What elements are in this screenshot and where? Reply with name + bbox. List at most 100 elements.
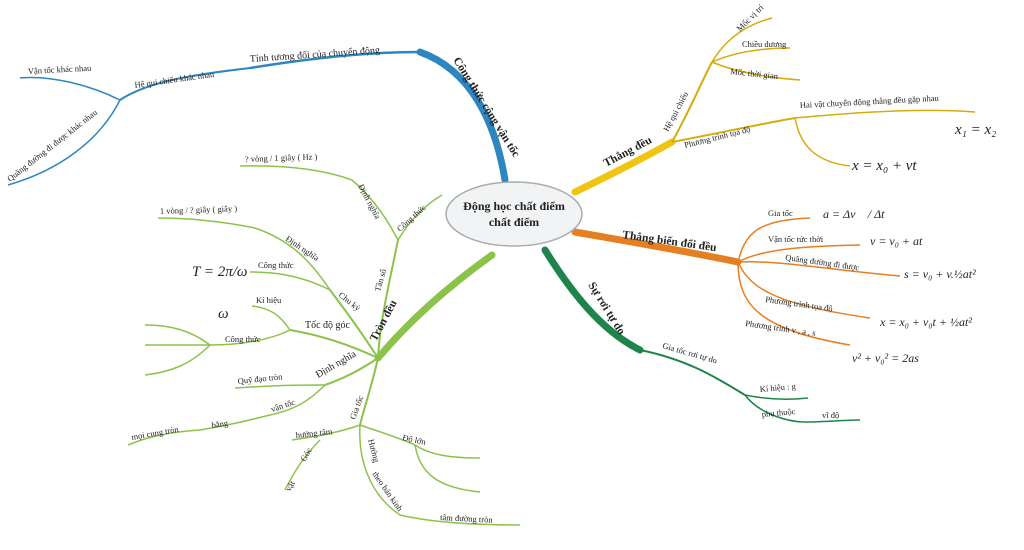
lgreen-ts-line — [377, 239, 399, 359]
orange-vt-formula: v = v₀ + at — [870, 234, 923, 248]
yellow-f1-formula: x₁ = x₂ — [954, 122, 996, 138]
yellow-cd-line — [711, 47, 791, 63]
lgreen-vat-label: vật — [283, 478, 297, 493]
lgreen-tsval-label: ? vòng / 1 giây ( Hz ) — [245, 151, 318, 164]
lgreen-tdgct-label: Công thức — [225, 334, 261, 344]
orange-qd-label: Quãng đường đi được — [785, 252, 861, 272]
yellow-cd-label: Chiều dương — [742, 39, 787, 49]
lgreen-dn2-label: Định nghĩa — [314, 348, 359, 380]
lgreen-bang-label: bằng — [211, 418, 229, 430]
blue-v-line — [19, 76, 121, 101]
lgreen-ct-label: Công thức — [395, 202, 428, 233]
lgreen-fork2-b — [414, 444, 481, 493]
lgreen-ht-label: hướng tâm — [295, 426, 333, 440]
lgreen-ht-line — [291, 424, 361, 441]
branch-thang-bien-doi-deu: Thẳng biến đổi đều Gia tốc a = Δv⃗ / Δt … — [571, 207, 976, 365]
orange-vt-label: Vận tốc tức thời — [768, 234, 824, 244]
yellow-hqc-label: Hệ qui chiếu — [661, 89, 691, 133]
dgreen-pt-line — [744, 394, 806, 423]
orange-main-stroke — [571, 228, 742, 266]
lgreen-cung-label: mọi cung tròn — [131, 424, 180, 442]
lgreen-ckdn-line — [254, 227, 331, 291]
lgreen-main-stroke — [374, 251, 496, 362]
yellow-pt-label: Phương trình tọa độ — [683, 124, 751, 150]
dgreen-pt-label: phụ thuộc — [761, 406, 796, 419]
branch-cong-thuc-cong-van-toc: Công thức cộng vận tốc Tính tương đối củ… — [5, 45, 523, 186]
orange-qd-line — [737, 260, 901, 277]
lgreen-fork2-a — [414, 444, 481, 459]
lgreen-huong-line — [359, 424, 401, 516]
lgreen-qdt-line — [234, 384, 326, 389]
lgreen-ck-line — [329, 289, 379, 359]
lgreen-dl-label: Độ lớn — [402, 432, 428, 447]
yellow-meet-label: Hai vật chuyển động thẳng đều gặp nhau — [800, 93, 940, 110]
orange-pt-line — [737, 261, 871, 319]
yellow-main-stroke — [571, 138, 676, 196]
lgreen-vt-line — [269, 384, 326, 416]
blue-ref-label: Hệ qui chiếu khác nhau — [134, 69, 216, 90]
center-title-line1: Động học chất điểm — [463, 199, 565, 213]
orange-pt2-line — [737, 261, 851, 346]
blue-sub-label: Tính tương đối của chuyển động — [249, 45, 380, 65]
lgreen-dl-line — [359, 424, 416, 446]
blue-main-stroke — [416, 48, 509, 184]
blue-v-label: Vận tốc khác nhau — [28, 63, 93, 76]
orange-pt-label: Phương trình tọa độ — [765, 294, 834, 313]
yellow-f2-formula: x = x₀ + vt — [851, 158, 917, 174]
lgreen-ckdn-label: Định nghĩa — [284, 233, 321, 263]
center-node: Động học chất điểm chất điểm — [445, 181, 583, 247]
yellow-mtg-label: Mốc thời gian — [730, 66, 779, 81]
lgreen-dn2-line — [324, 357, 379, 386]
yellow-mtg-line — [711, 61, 801, 81]
lgreen-tdg-line — [289, 329, 379, 359]
blue-main-label: Công thức cộng vận tốc — [450, 55, 522, 160]
dgreen-main-stroke — [541, 246, 644, 354]
branch-thang-deu: Thẳng đều Hệ qui chiếu Mốc vị trí Chiều … — [571, 2, 996, 196]
dgreen-vd-label: vĩ độ — [822, 410, 839, 420]
lgreen-tdgct-line — [209, 329, 291, 346]
orange-gt-formula: a = Δv⃗ / Δt — [823, 207, 885, 221]
lgreen-tdt-label: tâm đường tròn — [440, 512, 494, 525]
lgreen-kh-label: Kí hiệu — [256, 295, 282, 305]
lgreen-tdg-label: Tốc độ góc — [305, 320, 351, 331]
center-title-line2: chất điểm — [489, 215, 539, 229]
lgreen-qdt-label: Quỹ đạo tròn — [237, 371, 283, 386]
lgreen-goc-line — [284, 439, 321, 491]
orange-gt-label: Gia tốc — [768, 208, 793, 218]
dgreen-gt-line — [639, 349, 746, 396]
lgreen-gia-line — [359, 357, 379, 426]
orange-gt-line — [737, 217, 811, 263]
orange-vt-line — [737, 244, 861, 263]
lgreen-ts-label: Tần số — [372, 267, 388, 292]
lgreen-ckct-label: Công thức — [258, 260, 294, 270]
orange-qd-formula: s = v₀ + v.½at² — [904, 267, 976, 281]
yellow-meet-line — [794, 109, 976, 119]
lgreen-ck-label: Chu kỳ — [337, 290, 363, 314]
yellow-hqc-line — [671, 61, 713, 143]
blue-s-line — [7, 99, 121, 186]
lgreen-fork1-c — [144, 344, 211, 376]
blue-ref-line — [119, 67, 251, 101]
orange-pt2-formula: v² + v₀² = 2as — [852, 351, 919, 365]
lgreen-dn-label: Định nghĩa — [356, 182, 383, 220]
lgreen-dn-line — [351, 179, 399, 241]
center-ellipse — [445, 181, 583, 247]
orange-pt-formula: x = x₀ + v₀t + ½at² — [879, 315, 972, 329]
dgreen-vd-line — [804, 419, 861, 423]
lgreen-tsval-line — [239, 165, 353, 181]
lgreen-tdt-line — [399, 514, 521, 526]
lgreen-ckct-line — [249, 271, 331, 291]
yellow-f2-line — [794, 117, 851, 167]
dgreen-kh-line — [744, 394, 809, 400]
lgreen-cung-line — [127, 429, 201, 446]
lgreen-ct-line — [397, 194, 443, 241]
yellow-mvt-label: Mốc vị trí — [734, 2, 766, 34]
dgreen-kh-label: Kí hiệu : g — [759, 381, 797, 394]
dgreen-gt-label: Gia tốc rơi tự do — [661, 340, 718, 365]
orange-pt2-label: Phương trình v , a , s — [745, 318, 817, 338]
lgreen-bang-line — [199, 414, 271, 431]
lgreen-T-formula: T = 2π/ω — [192, 264, 247, 280]
lgreen-fork1-a — [144, 324, 211, 346]
lgreen-kh-line — [251, 305, 291, 331]
